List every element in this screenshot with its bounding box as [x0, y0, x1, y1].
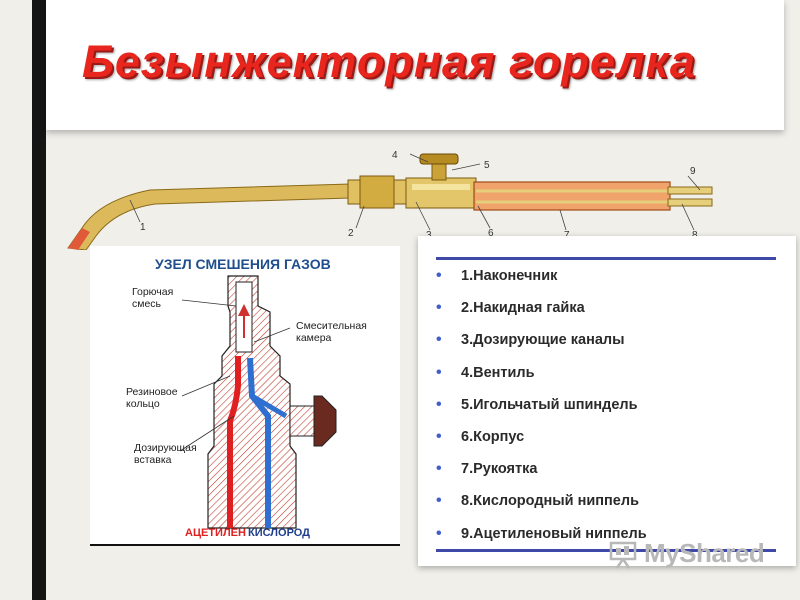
acetylene-nipple	[667, 186, 713, 195]
list-item: 8.Кислородный ниппель	[434, 485, 647, 517]
list-divider-bottom	[436, 549, 776, 552]
body-channel	[412, 184, 470, 190]
list-item: 2.Накидная гайка	[434, 292, 647, 324]
callout-9: 9	[690, 166, 696, 177]
handle	[473, 181, 671, 211]
list-item: 3.Дозирующие каналы	[434, 324, 647, 356]
valve-handwheel	[419, 153, 459, 165]
list-item: 5.Игольчатый шпиндель	[434, 389, 647, 421]
list-divider-top	[436, 257, 776, 260]
page-title: Безынжекторная горелка	[82, 36, 696, 87]
parts-list: 1.Наконечник 2.Накидная гайка 3.Дозирующ…	[434, 260, 647, 550]
label-acetylene: АЦЕТИЛЕН	[185, 527, 246, 539]
left-dark-bar	[32, 0, 46, 600]
label-mixing-chamber: Смесительная камера	[296, 320, 367, 344]
list-item: 7.Рукоятка	[434, 453, 647, 485]
mixing-unit-title: УЗЕЛ СМЕШЕНИЯ ГАЗОВ	[155, 256, 331, 272]
tip-end	[68, 228, 90, 250]
mixing-unit-panel: УЗЕЛ СМЕШЕНИЯ ГАЗОВ Горюч	[90, 246, 400, 546]
label-oxygen: КИСЛОРОД	[248, 527, 311, 539]
title-card	[46, 0, 784, 130]
body	[405, 177, 477, 209]
callout-2: 2	[348, 228, 354, 239]
callout-7: 7	[564, 230, 570, 241]
oxygen-nipple	[667, 198, 713, 207]
watermark-text: MyShared	[644, 538, 765, 568]
callout-4: 4	[392, 150, 398, 161]
callout-5: 5	[484, 160, 490, 171]
presentation-icon	[609, 541, 637, 569]
list-item: 9.Ацетиленовый ниппель	[434, 518, 647, 550]
parts-list-card: 1.Наконечник 2.Накидная гайка 3.Дозирующ…	[418, 236, 796, 566]
list-item: 4.Вентиль	[434, 357, 647, 389]
callout-8: 8	[692, 230, 698, 241]
tip	[67, 183, 351, 250]
callout-6: 6	[488, 228, 494, 239]
nut-collar	[359, 175, 395, 209]
label-fuel-mix: Горючая смесь	[132, 286, 174, 310]
list-item: 1.Наконечник	[434, 260, 647, 292]
label-rubber-ring: Резиновое кольцо	[126, 386, 178, 410]
watermark: MyShared	[608, 538, 765, 569]
callout-3: 3	[426, 230, 432, 241]
mixing-unit-drawing	[179, 275, 337, 529]
list-item: 6.Корпус	[434, 421, 647, 453]
label-dosing-insert: Дозирующая вставка	[134, 442, 197, 466]
callout-1: 1	[140, 222, 146, 233]
torch-diagram: 1 2 3 4 5 6 7 8 9	[67, 150, 713, 250]
